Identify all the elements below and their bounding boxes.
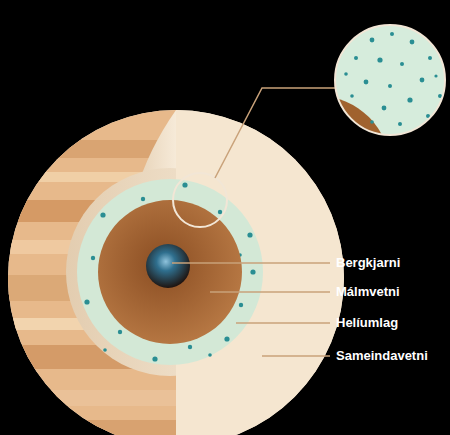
part-name: Helíumlag: [336, 315, 398, 331]
part-name: Málmvetni: [336, 284, 400, 300]
part-name: Bergkjarni: [336, 255, 400, 271]
part-name: Sameindavetni: [336, 348, 428, 364]
